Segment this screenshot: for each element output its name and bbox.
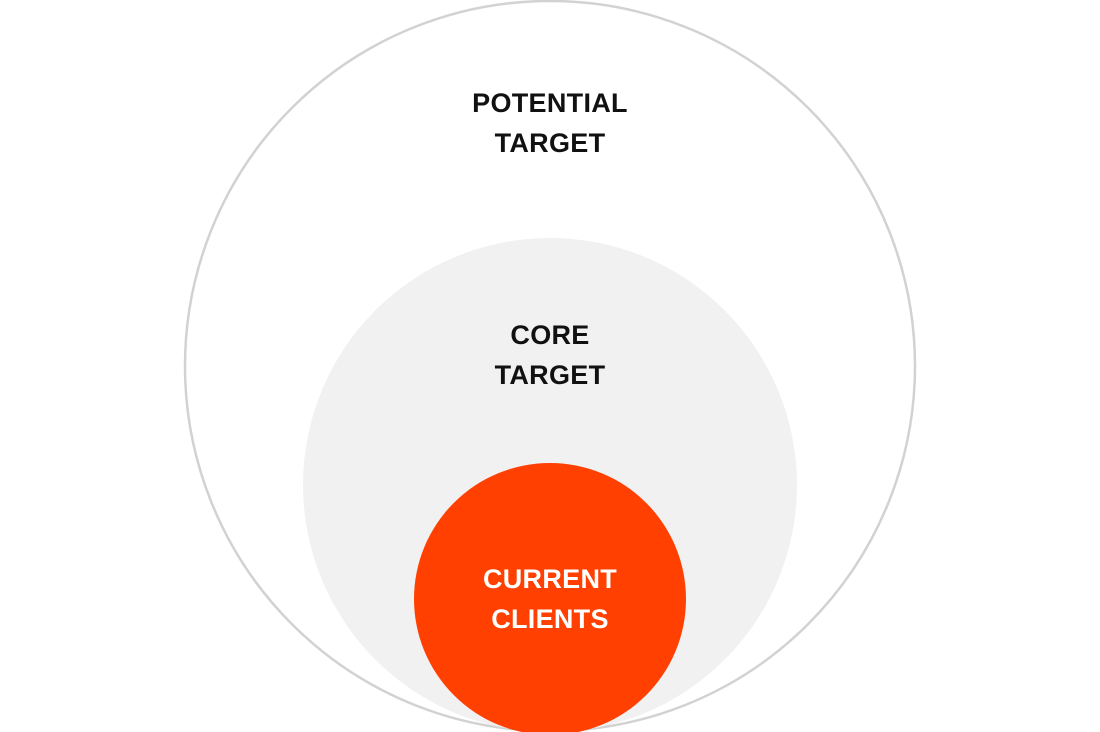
core-target-label-line2: TARGET (495, 360, 606, 390)
current-clients-circle (414, 463, 686, 732)
current-clients-label-line2: CLIENTS (491, 604, 609, 634)
core-target-label-line1: CORE (510, 320, 589, 350)
current-clients-label-line1: CURRENT (483, 564, 617, 594)
potential-target-label-line1: POTENTIAL (472, 88, 628, 118)
potential-target-label-line2: TARGET (495, 128, 606, 158)
